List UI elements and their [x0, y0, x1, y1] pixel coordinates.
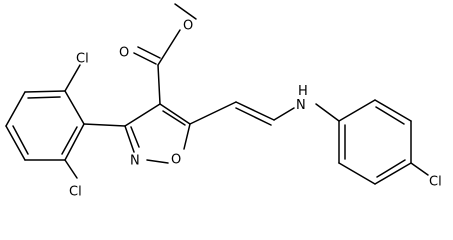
- atom-O-ring: O: [171, 153, 181, 168]
- atom-NH-N: N: [296, 98, 306, 113]
- bond-C4-C5-inner: [162, 110, 186, 126]
- bond-p6: [338, 99, 376, 122]
- bond-C5-O: [183, 123, 191, 150]
- bond-p-Cl: [410, 162, 429, 176]
- bond-d-Cl-top: [64, 64, 81, 92]
- bond-methyl-O: [174, 3, 197, 20]
- bond-d-inner-2: [12, 125, 29, 155]
- bond-N-C3: [124, 125, 135, 153]
- bond-p3: [374, 162, 412, 185]
- bond-O-N: [146, 159, 169, 164]
- bond-p-inner-3: [375, 106, 405, 125]
- bond-carbonyl-double-b: [137, 46, 161, 59]
- atom-Cl-para: Cl: [429, 175, 442, 190]
- atom-NH-H: H: [298, 84, 308, 99]
- bond-vinyl-double-a: [235, 101, 275, 121]
- bond-vinyl-NH: [273, 107, 295, 121]
- bond-O-carbonylC: [157, 29, 181, 66]
- bond-C5-vinyl: [189, 101, 237, 125]
- atom-NH: H N: [296, 84, 312, 113]
- bond-d6: [64, 123, 85, 161]
- bond-d3: [5, 91, 26, 127]
- bond-d1: [64, 90, 85, 125]
- atom-Cl-bottom: Cl: [69, 185, 82, 200]
- bond-p5: [374, 99, 412, 122]
- bond-d-inner-3: [61, 126, 78, 155]
- atom-O-carbonyl: O: [119, 46, 129, 61]
- structure-diagram: O O Cl H N N O Cl Cl: [5, 3, 442, 200]
- bond-p2: [338, 162, 376, 185]
- bond-carbonyl-double-a: [133, 52, 157, 65]
- bond-NH-aryl: [315, 103, 340, 122]
- bond-d-inner-1: [27, 96, 61, 99]
- atom-N-ring: N: [130, 154, 140, 169]
- bond-C3-C4: [124, 103, 161, 127]
- molecule-drawing: O O Cl H N N O Cl Cl: [5, 3, 442, 200]
- bond-d2: [24, 90, 66, 93]
- atom-Cl-top: Cl: [76, 52, 89, 67]
- bond-d-Cl-bottom: [64, 159, 78, 179]
- bond-C3-aryl: [83, 123, 126, 127]
- atom-O-methoxy: O: [183, 19, 193, 34]
- bond-p-inner-2: [376, 159, 406, 178]
- bond-d4: [5, 125, 26, 161]
- bond-N-C3-inner: [130, 126, 140, 148]
- bond-carbonylC-C4: [157, 64, 161, 105]
- bond-vinyl-double-b: [235, 107, 272, 126]
- bond-C4-C5: [159, 103, 191, 125]
